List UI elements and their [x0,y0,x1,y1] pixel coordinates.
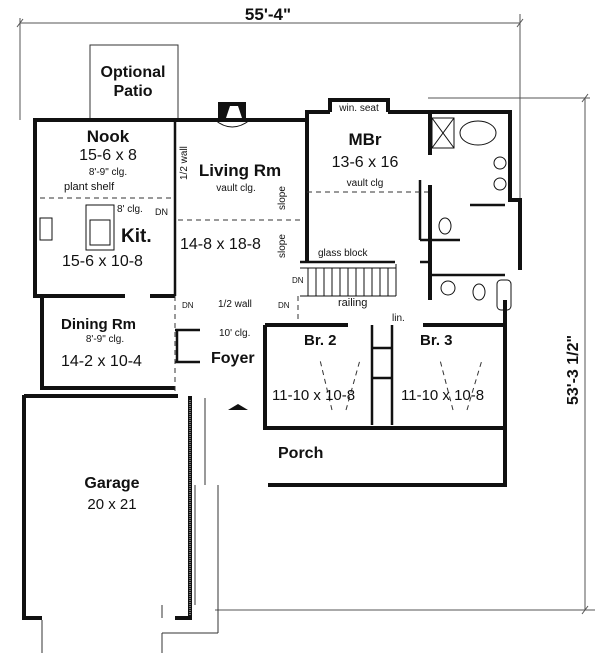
living-room-size: 14-8 x 18-8 [180,236,261,253]
tub-icon [496,279,512,311]
overall-depth-dimension: 53'-3 1/2" [565,334,582,405]
overall-width-dimension: 55'-4" [244,5,292,24]
kitchen-ceiling: 8' clg. [117,204,143,215]
bedroom-3-size: 11-10 x 10-8 [401,387,485,404]
patio-label-line2: Patio [113,83,153,100]
foyer-ceiling: 10' clg. [219,328,251,339]
stairs-dn-label: DN [292,276,304,285]
ceiling-lines [40,191,483,411]
interior-walls [173,120,505,425]
sink-icon [39,217,53,241]
nook-ceiling: 8'-9" clg. [88,167,128,178]
sink-icon [493,156,507,170]
bathtub-icon [459,120,497,146]
exterior-walls [22,98,522,620]
sink-icon [440,280,456,296]
porch-label: Porch [278,445,324,462]
slope-bottom-label: slope [277,234,288,258]
living-dn-right: DN [278,301,290,310]
living-half-wall-bottom: 1/2 wall [218,299,252,310]
toilet-icon [472,283,486,301]
nook-size: 15-6 x 8 [79,147,137,164]
glass-block-label: glass block [318,248,368,259]
patio-label-line1: Optional [100,64,166,81]
master-bedroom-size: 13-6 x 16 [331,154,399,171]
kitchen-dn-arrow: DN [155,207,168,217]
dining-room-label: Dining Rm [61,316,136,333]
toilet-icon [438,217,452,235]
bedroom-2-size: 11-10 x 10-8 [272,387,356,404]
living-dn-left: DN [182,301,194,310]
garage-size: 20 x 21 [87,496,137,513]
range-icon [89,219,111,246]
shower-icon [431,117,455,149]
kitchen-label: Kit. [121,226,152,247]
foyer-label: Foyer [211,350,255,367]
bedroom-2-label: Br. 2 [304,332,337,349]
railing-label: railing [338,297,368,309]
bedroom-3-label: Br. 3 [420,332,453,349]
kitchen-size: 15-6 x 10-8 [62,253,143,270]
master-bedroom-ceiling: vault clg [346,178,384,189]
dimension-lines [16,14,595,615]
master-bedroom-label: MBr [348,130,382,149]
kitchen-island [85,204,115,251]
linen-label: lin. [392,313,405,324]
dining-room-size: 14-2 x 10-4 [61,353,142,370]
living-half-wall-label: 1/2 wall [179,146,190,180]
walkway-lines [41,398,219,653]
living-room-ceiling: vault clg. [216,183,256,194]
slope-top-label: slope [277,186,288,210]
nook-label: Nook [86,127,130,146]
dining-room-ceiling: 8'-9" clg. [85,334,125,345]
plant-shelf-note: plant shelf [64,181,115,193]
sink-icon [493,177,507,191]
garage-label: Garage [84,475,140,492]
living-room-label: Living Rm [198,161,282,180]
stairs [300,264,397,297]
entry-arrow-icon [228,404,248,410]
window-seat-label: win. seat [339,103,379,114]
